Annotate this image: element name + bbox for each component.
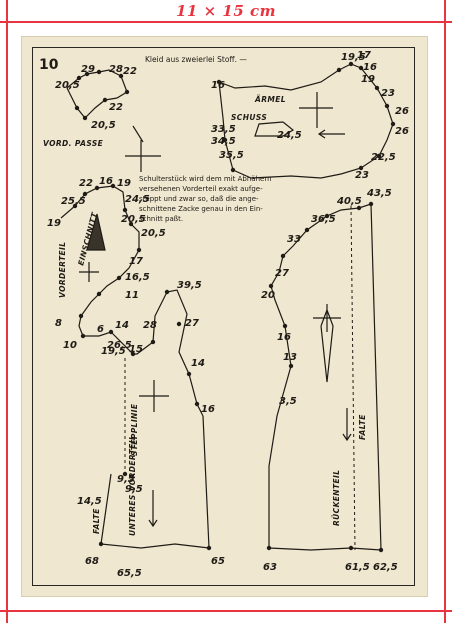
rueckenteil-measure-7: 16 [277, 332, 291, 343]
vorderteil-measure-10: 16,5 [125, 272, 150, 283]
instruction-line-1: Schulterstück wird dem mit Abnähern [139, 175, 272, 183]
unteres-vorderteil-measure-4: 68 [85, 556, 99, 567]
rueckenteil-label: RÜCKENTEIL [332, 470, 341, 526]
unteres-falte-label: FALTE [92, 508, 101, 534]
vorderteil-measure-9: 17 [129, 256, 143, 267]
guide-line-right [444, 0, 446, 623]
guide-line-left [6, 0, 8, 623]
guide-line-bottom [0, 610, 452, 612]
vorderteil-measure-2: 19 [117, 178, 131, 189]
aermel-measure-10: 16 [211, 80, 225, 91]
aermel-measure-13: 35,5 [219, 150, 244, 161]
vord-passe-measure-3: 22 [123, 66, 137, 77]
vorderteil-measure-1: 16 [99, 176, 113, 187]
aermel-measure-3: 16 [363, 62, 377, 73]
aermel-measure-8: 22,5 [371, 152, 396, 163]
rueckenteil-piece: 40,5 43,5 36,5 33 27 20 16 13 3,5 63 61,… [261, 188, 398, 573]
vorderteil-measure-22: 14 [191, 358, 205, 369]
vorderteil-measure-16: 14 [115, 320, 129, 331]
unteres-vorderteil-measure-1: 9,5 [117, 474, 135, 485]
vord-passe-measure-4: 20,5 [55, 80, 80, 91]
sewing-pattern-diagram: 10 Kleid aus zweierlei Stoff. — Schulter… [39, 50, 409, 579]
vorderteil-measure-23: 16 [201, 404, 215, 415]
rueckenteil-measure-5: 27 [275, 268, 289, 279]
vorderteil-measure-13: 10 [63, 340, 77, 351]
vorderteil-measure-19: 28 [143, 320, 157, 331]
vorderteil-measure-18: 15 [129, 344, 143, 355]
vorderteil-measure-6: 20,5 [121, 214, 146, 225]
unteres-vorderteil-piece: 9,5 9,5 14,5 68 65,5 65 UNTERES VORDERTE… [77, 358, 225, 579]
vorderteil-measure-5: 22 [79, 178, 93, 189]
instruction-line-3: steppt und zwar so, daß die ange- [139, 195, 259, 203]
vord-passe-piece: 29 28 22 20,5 20,5 22 VORD. PASSE [43, 64, 161, 172]
rueckenteil-measure-11: 61,5 [345, 562, 370, 573]
aermel-measure-7: 26 [395, 126, 409, 137]
vorderteil-measure-21: 27 [185, 318, 199, 329]
instruction-line-4: schnittene Zacke genau in den Ein- [139, 205, 263, 213]
figure-number: 10 [39, 57, 59, 73]
rueckenteil-measure-6: 20 [261, 290, 275, 301]
vorderteil-measure-7: 20,5 [141, 228, 166, 239]
vorderteil-measure-8: 19 [47, 218, 61, 229]
unteres-vorderteil-measure-5: 65,5 [117, 568, 142, 579]
unteres-vorderteil-label: UNTERES VORDERTEIL [128, 435, 137, 536]
rueckenteil-measure-4: 33 [287, 234, 301, 245]
vorderteil-measure-20: 39,5 [177, 280, 202, 291]
vord-passe-measure-1: 29 [81, 64, 95, 75]
aermel-schuss-label: SCHUSS [231, 113, 267, 122]
rueckenteil-measure-2: 43,5 [366, 188, 392, 199]
aermel-measure-5: 23 [381, 88, 395, 99]
unteres-vorderteil-measure-6: 65 [211, 556, 225, 567]
rueckenteil-measure-10: 63 [263, 562, 277, 573]
aermel-measure-11: 33,5 [211, 124, 236, 135]
aermel-measure-4: 19 [361, 74, 375, 85]
vorderteil-measure-4: 25,5 [61, 196, 86, 207]
rueckenteil-measure-1: 40,5 [336, 196, 362, 207]
unteres-vorderteil-measure-2: 9,5 [125, 484, 143, 495]
vord-passe-measure-5: 20,5 [91, 120, 116, 131]
aermel-measure-6: 26 [395, 106, 409, 117]
instruction-line-2: versehenen Vorderteil exakt aufge- [139, 185, 263, 193]
guide-line-top [0, 21, 452, 23]
instruction-line-5: schnitt paßt. [139, 215, 183, 223]
aermel-measure-12: 34,5 [211, 136, 236, 147]
rueckenteil-measure-9: 3,5 [279, 396, 297, 407]
aermel-label: ÄRMEL [254, 95, 286, 104]
aermel-measure-9: 23 [355, 170, 369, 181]
rueckenteil-measure-8: 13 [283, 352, 297, 363]
vorderteil-measure-14: 6 [97, 324, 104, 335]
size-annotation: 11 × 15 cm [176, 2, 276, 20]
aermel-piece: 19,5 17 16 19 23 26 26 22,5 23 16 33,5 3… [211, 50, 409, 181]
aermel-measure-14: 24,5 [277, 130, 302, 141]
figure-title: Kleid aus zweierlei Stoff. — [145, 55, 247, 64]
aermel-measure-2: 17 [357, 50, 371, 61]
unteres-vorderteil-measure-3: 14,5 [77, 496, 102, 507]
vord-passe-measure-6: 22 [109, 102, 123, 113]
vorderteil-label: VORDERTEIL [58, 242, 67, 298]
aermel-measure-1: 19,5 [341, 52, 366, 63]
pattern-frame [32, 47, 415, 586]
vorderteil-piece: 16 19 24,5 25,5 22 20,5 20,5 19 17 16,5 … [47, 176, 215, 417]
vord-passe-measure-2: 28 [109, 64, 123, 75]
rueckenteil-measure-3: 36,5 [311, 214, 336, 225]
vorderteil-measure-15: 19,5 [101, 346, 126, 357]
vorderteil-measure-11: 11 [125, 290, 139, 301]
vord-passe-label: VORD. PASSE [43, 139, 104, 148]
rueckenteil-falte-label: FALTE [358, 414, 367, 440]
vorderteil-measure-3: 24,5 [125, 194, 150, 205]
pattern-card: 10 Kleid aus zweierlei Stoff. — Schulter… [21, 36, 428, 597]
rueckenteil-measure-12: 62,5 [373, 562, 398, 573]
vorderteil-measure-17: 26,5 [107, 340, 132, 351]
vorderteil-measure-12: 8 [55, 318, 62, 329]
stepplinie-label: STEPPLINIE [130, 403, 139, 456]
